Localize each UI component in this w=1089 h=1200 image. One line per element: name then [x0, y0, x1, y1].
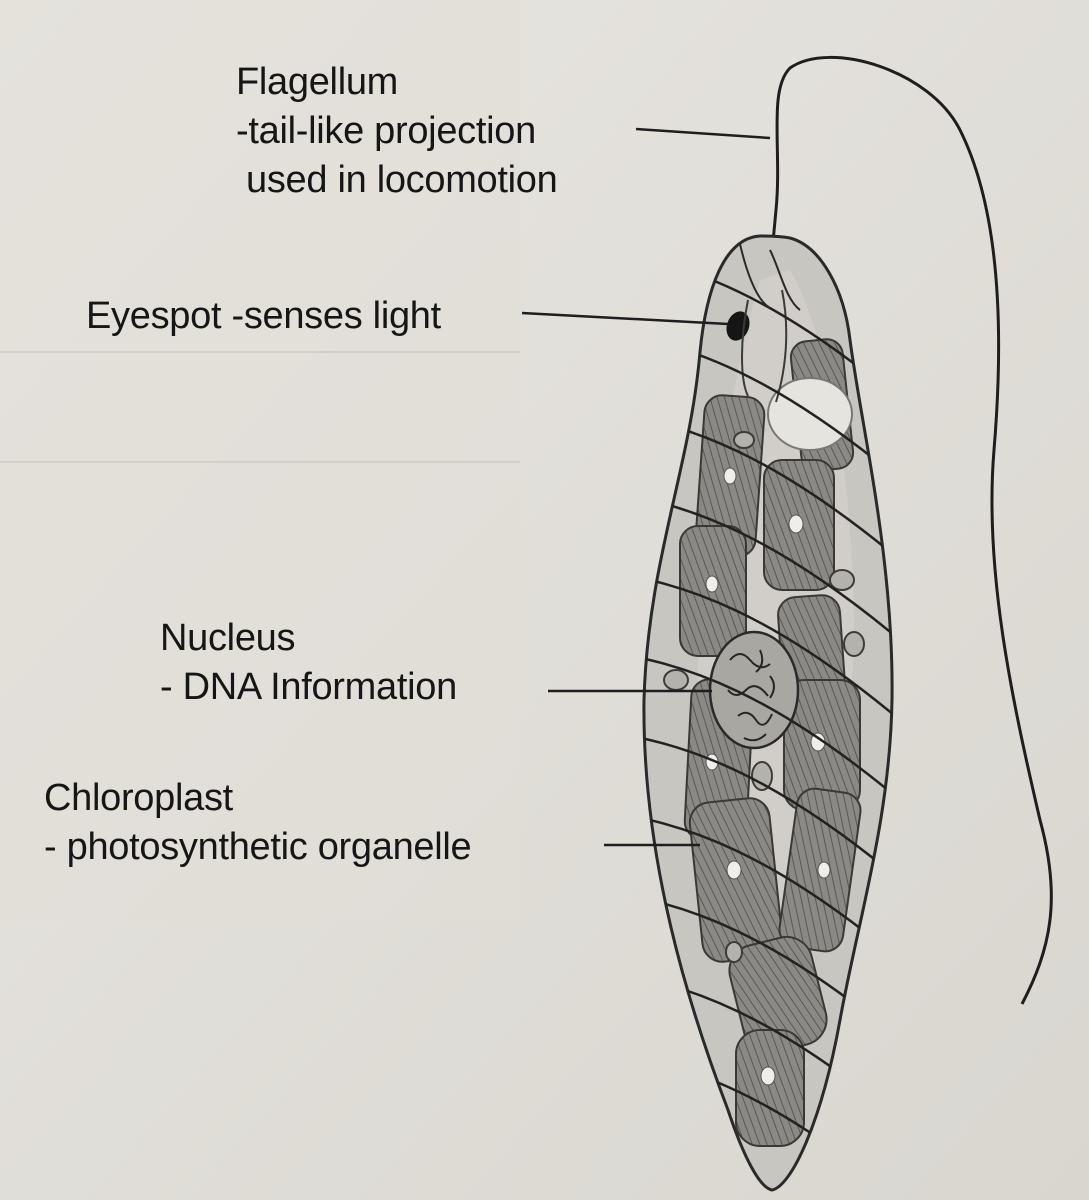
chloroplast-desc: - photosynthetic organelle	[44, 826, 472, 868]
eyespot-text: Eyespot -senses light	[86, 295, 441, 337]
eyespot-label: Eyespot -senses light	[86, 292, 441, 341]
flagellum	[756, 55, 1053, 1005]
chloroplast-title: Chloroplast	[44, 777, 233, 819]
nucleus-desc: - DNA Information	[160, 666, 457, 708]
eyespot-leader	[521, 311, 729, 326]
leader-lines	[521, 127, 771, 847]
nucleus-label: Nucleus - DNA Information	[160, 614, 457, 712]
nucleus-title: Nucleus	[160, 617, 296, 659]
flagellum-label: Flagellum -tail-like projection used in …	[236, 58, 558, 205]
flagellum-leader	[635, 127, 771, 140]
nucleus	[708, 630, 800, 750]
flagellum-desc-line2: used in locomotion	[246, 159, 558, 201]
flagellum-desc-line1: -tail-like projection	[236, 110, 536, 152]
flagellum-title: Flagellum	[236, 61, 399, 103]
chloroplast-label: Chloroplast - photosynthetic organelle	[44, 774, 472, 872]
